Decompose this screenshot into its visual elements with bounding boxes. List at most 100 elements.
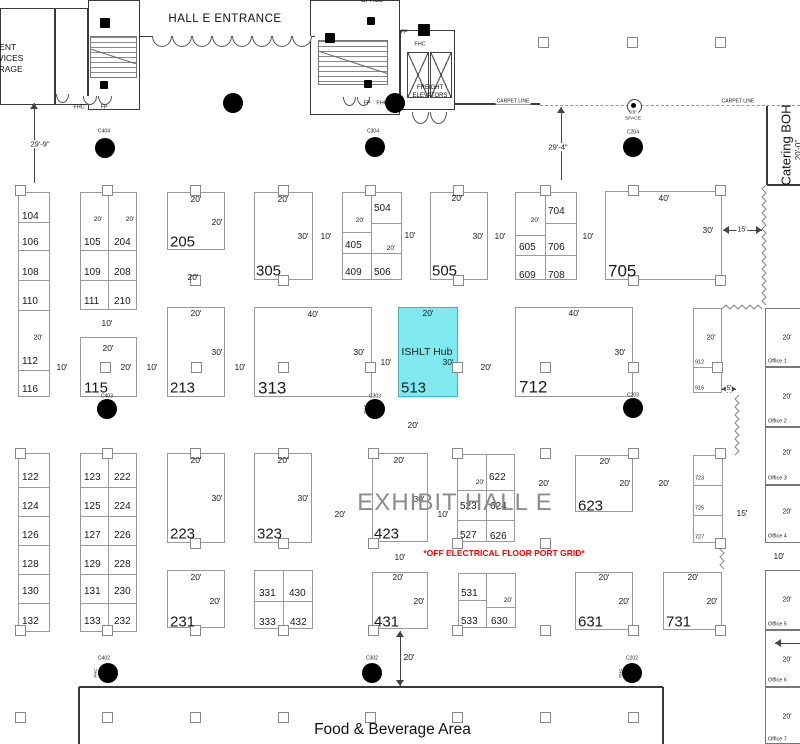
dim-label: 20' — [190, 571, 202, 582]
carpet-line-label: CARPET LINE — [495, 98, 531, 105]
fire-equipment-icon — [325, 33, 335, 43]
office-3 — [765, 427, 800, 485]
booth-731[interactable] — [663, 572, 722, 630]
stairwell — [318, 40, 388, 85]
booth-323[interactable] — [254, 453, 312, 543]
dim-label: 30' — [297, 230, 309, 241]
dim-label: 20' — [782, 508, 792, 516]
divider-line — [515, 234, 545, 236]
dim-label: 20' — [782, 713, 792, 721]
booth-423-label: 423 — [374, 525, 400, 543]
booth-731-label: 731 — [666, 613, 692, 631]
column-marker — [452, 184, 464, 196]
dim-label: 20' — [407, 419, 419, 430]
booth-333-label: 333 — [259, 617, 276, 628]
booth-231[interactable] — [167, 570, 225, 628]
booth-631[interactable] — [575, 572, 633, 630]
booth-cluster-605-708[interactable] — [515, 192, 577, 280]
booth-132-label: 132 — [22, 616, 39, 627]
column-marker — [277, 711, 289, 723]
serrated-boundary — [734, 395, 740, 457]
entrance-door-arc — [292, 36, 312, 47]
door-arc — [412, 112, 429, 124]
booth-409-label: 409 — [345, 267, 362, 278]
stairwell — [90, 36, 137, 78]
office-4 — [765, 485, 800, 543]
dim-label: 10' — [494, 230, 506, 241]
dim-label: 20' — [598, 571, 610, 582]
booth-705[interactable] — [605, 191, 722, 280]
booth-623[interactable] — [575, 455, 633, 512]
wall-line — [767, 184, 800, 186]
dim-label: 10' — [56, 361, 68, 372]
dim-label: 20' — [125, 215, 135, 223]
booth-423[interactable] — [372, 453, 428, 542]
dim-label: 30' — [702, 224, 714, 235]
dim-label: 20' — [33, 334, 43, 342]
column-marker — [189, 447, 201, 459]
office-1 — [765, 308, 800, 367]
booth-513-ishlt-hub[interactable] — [398, 307, 458, 397]
booth-cluster-723-727[interactable] — [693, 455, 723, 543]
booth-108-label: 108 — [22, 267, 39, 278]
booth-125-label: 125 — [84, 501, 101, 512]
catering-boh-title: Catering BOH — [778, 104, 794, 186]
booth-cluster-912-916[interactable] — [693, 308, 722, 393]
booth-cluster-123-232[interactable] — [80, 453, 137, 632]
booth-strip-122-132[interactable] — [18, 453, 50, 632]
dimension-arrow — [723, 226, 729, 234]
booth-231-label: 231 — [170, 613, 196, 631]
freight-elevators-title: FREIGHT ELEVATORS — [412, 85, 448, 99]
marker-dot-C404 — [95, 138, 115, 158]
dim-label: 20' — [355, 216, 365, 224]
dimension-line — [399, 631, 401, 686]
dim-label: FHC — [414, 41, 426, 48]
entrance-door-arc — [172, 36, 192, 47]
dim-label: 20' — [782, 656, 792, 664]
booth-313[interactable] — [254, 307, 372, 397]
booth-431[interactable] — [372, 572, 428, 629]
booth-cluster-531-630[interactable] — [458, 573, 516, 628]
marker-label: C402 — [98, 655, 110, 662]
column-marker — [14, 447, 26, 459]
fire-equipment-icon — [364, 80, 372, 88]
dim-label: 10' — [380, 356, 392, 367]
booth-704-label: 704 — [548, 206, 565, 217]
column-marker — [539, 711, 551, 723]
dim-label: 10' — [146, 361, 158, 372]
booth-223[interactable] — [167, 453, 225, 543]
booth-712[interactable] — [515, 307, 633, 397]
dim-label: 10' — [101, 317, 113, 328]
column-marker — [627, 361, 639, 373]
booth-213[interactable] — [167, 307, 225, 397]
food-beverage-title: Food & Beverage Area — [314, 721, 471, 738]
divider-line — [458, 599, 486, 601]
dim-label: 20' — [782, 393, 792, 401]
dim-label: FHC — [362, 404, 368, 414]
booth-626-label: 626 — [490, 531, 507, 542]
dim-label: 20' — [277, 454, 289, 465]
column-marker — [101, 184, 113, 196]
booth-cluster-405-506[interactable] — [342, 192, 402, 280]
booth-strip-104-116[interactable] — [18, 192, 50, 397]
dim-label: 10' — [234, 361, 246, 372]
dim-label: 40' — [568, 307, 580, 318]
dim-label: 20' — [334, 508, 346, 519]
booth-110-label: 110 — [22, 296, 38, 307]
black-dot-marker — [385, 93, 405, 113]
dim-label: 20' — [619, 477, 631, 488]
dim-label: 30' — [211, 346, 223, 357]
dimension-arrow — [775, 639, 781, 647]
divider-line — [254, 600, 313, 602]
column-marker — [627, 447, 639, 459]
office-title: OFFICE — [361, 0, 383, 4]
booth-916-label: 916 — [695, 385, 705, 392]
booth-cluster-105-210[interactable] — [80, 192, 137, 310]
dim-label: 20' — [530, 216, 540, 224]
marker-label: C404 — [98, 128, 110, 135]
divider-line — [107, 453, 109, 632]
column-marker — [101, 447, 113, 459]
wall-line — [540, 104, 800, 106]
column-marker — [451, 711, 463, 723]
